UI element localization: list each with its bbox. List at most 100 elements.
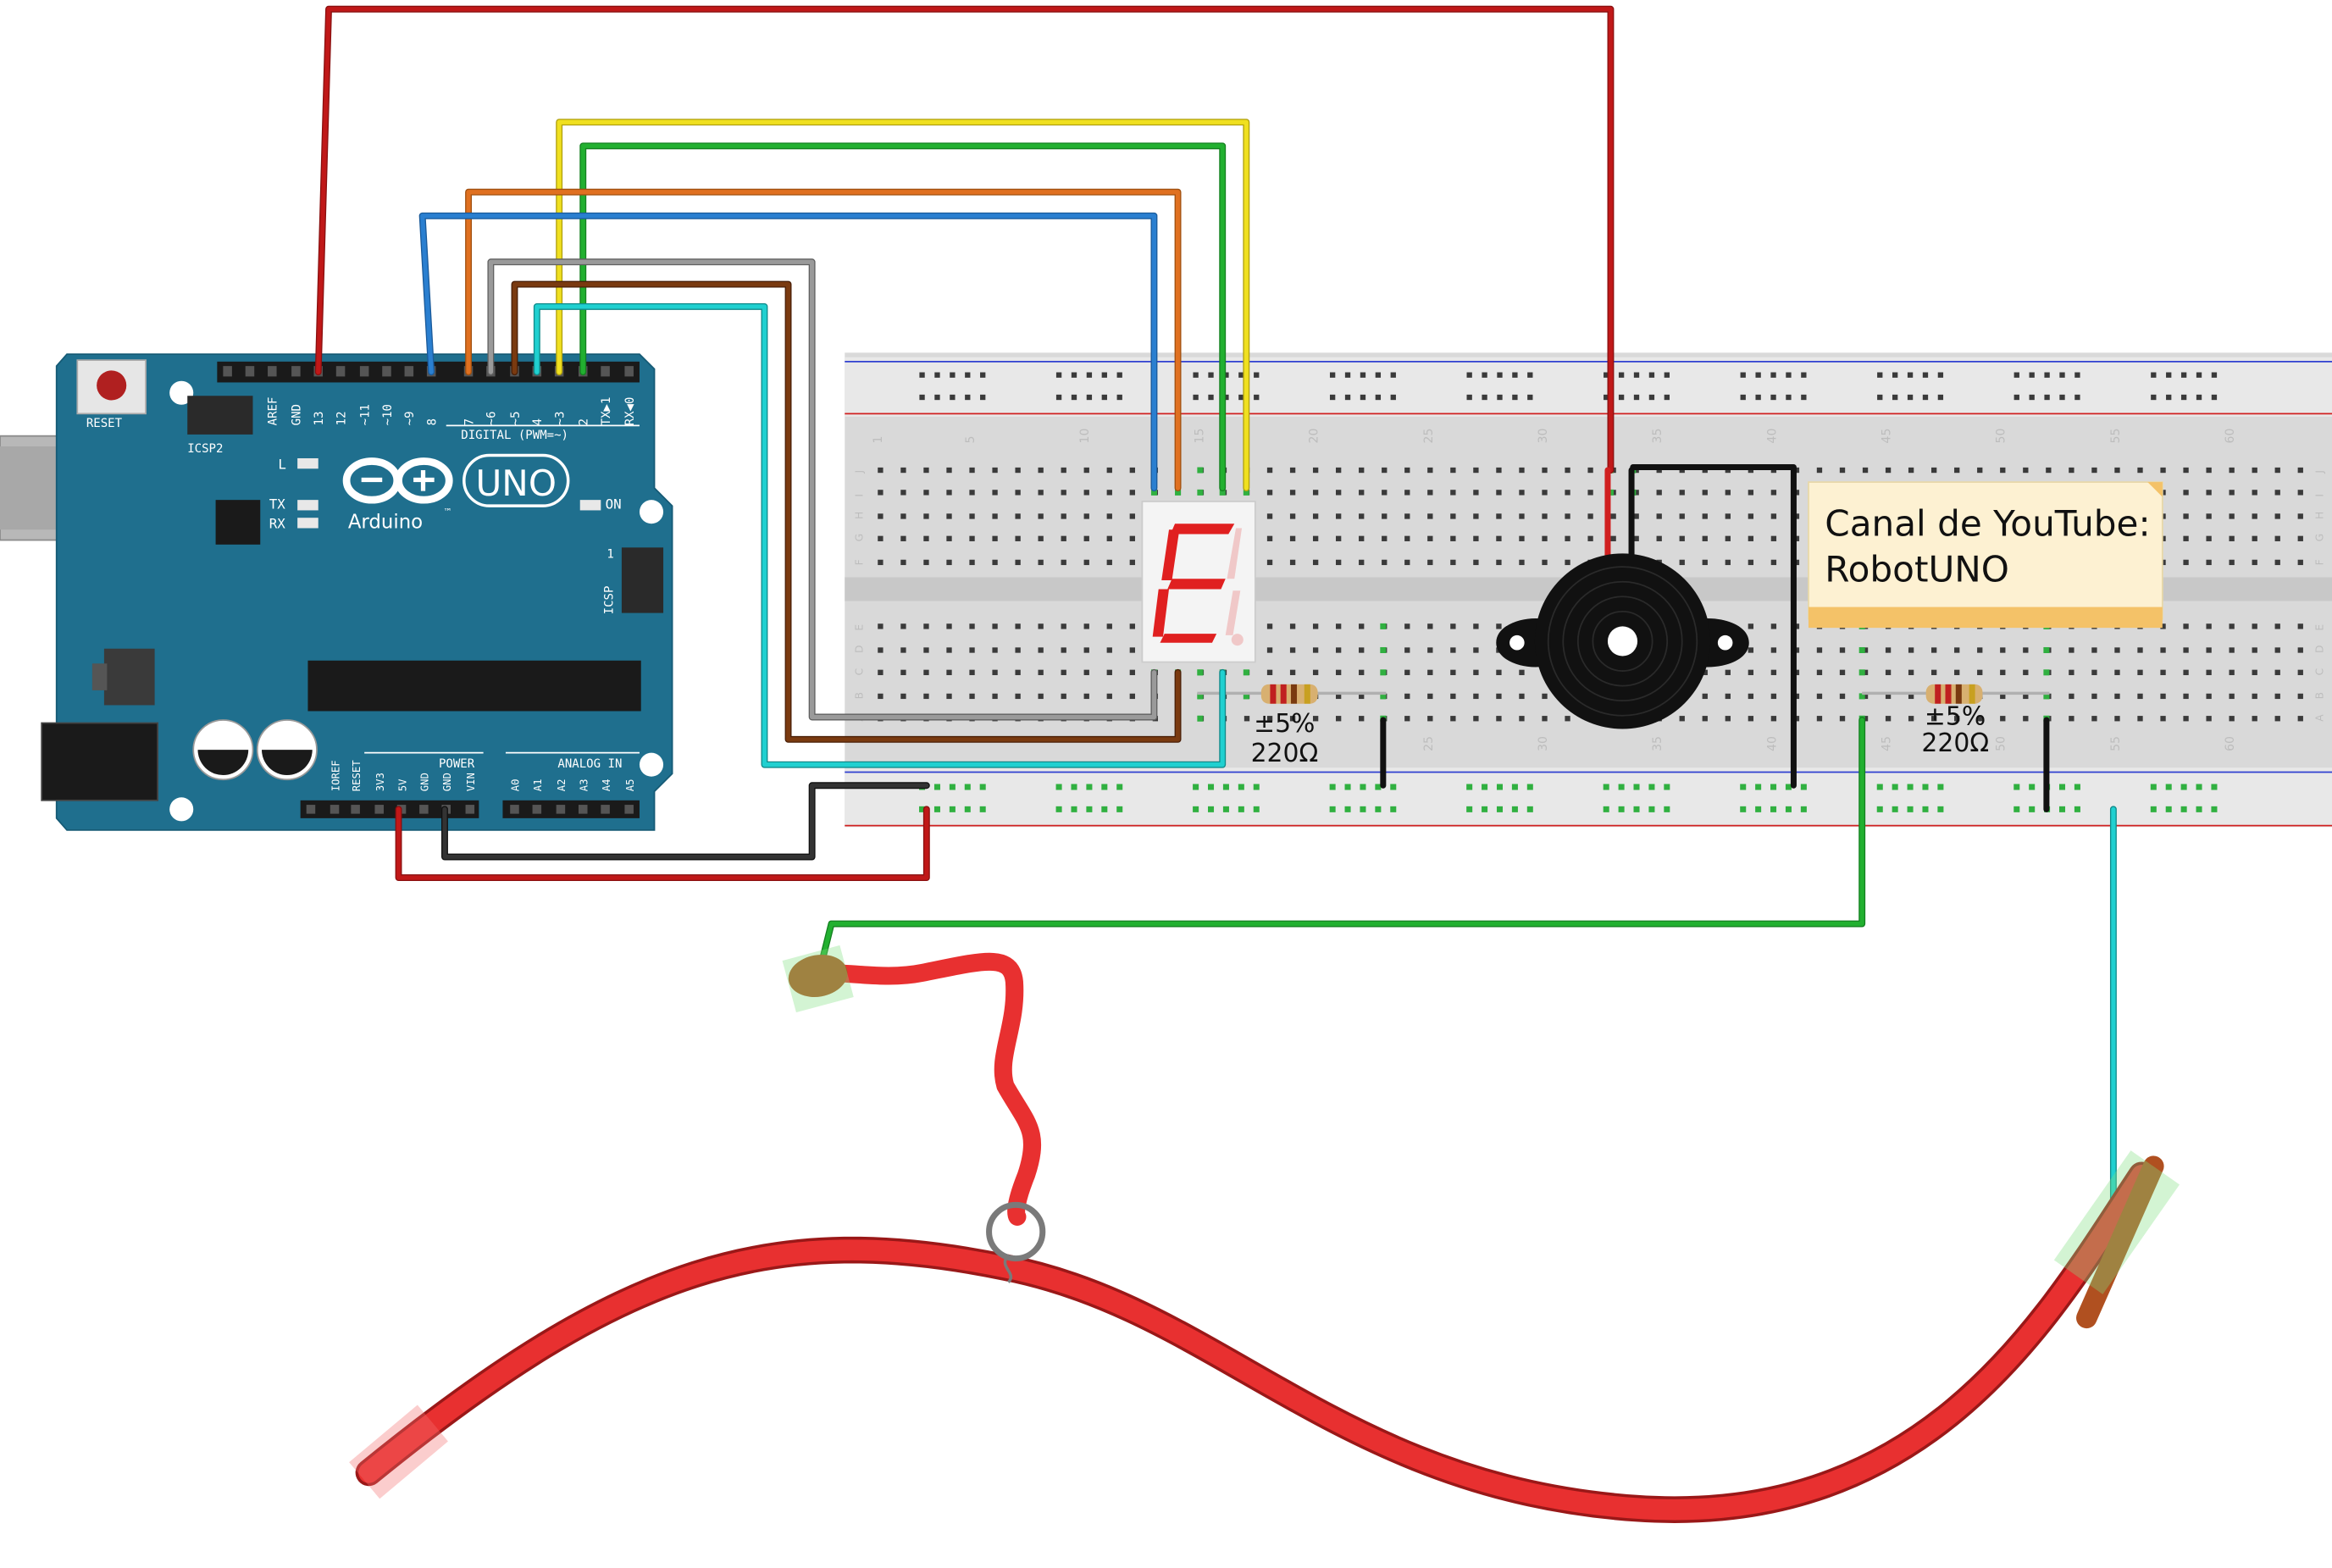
connected-hole (1892, 806, 1898, 812)
breadboard-hole (1885, 716, 1892, 722)
rail-hole (1937, 394, 1944, 401)
breadboard-hole (1336, 559, 1342, 566)
rail-hole (2029, 372, 2035, 378)
breadboard-hole (1770, 716, 1777, 722)
connected-hole (2211, 806, 2218, 812)
breadboard-hole (2274, 467, 2280, 474)
breadboard-hole (1061, 467, 1066, 474)
breadboard-hole (1266, 559, 1273, 566)
header-hole (419, 805, 429, 814)
col-number: 15 (1193, 429, 1206, 444)
breadboard-hole (1312, 535, 1319, 541)
connected-hole (1603, 784, 1609, 790)
breadboard-hole (1565, 535, 1570, 541)
breadboard-hole (1038, 647, 1044, 653)
breadboard-hole (1770, 623, 1777, 629)
breadboard-hole (1473, 716, 1479, 722)
breadboard-hole (1702, 716, 1708, 722)
resistor-value: 220Ω (1251, 739, 1319, 768)
breadboard-hole (923, 513, 929, 519)
rail-hole (2166, 372, 2172, 378)
breadboard-hole (1336, 716, 1342, 722)
breadboard-hole (2206, 669, 2212, 675)
connected-hole (1876, 784, 1883, 790)
breadboard-hole (1542, 693, 1548, 700)
breadboard-hole (1565, 513, 1570, 519)
connected-hole (1876, 806, 1883, 812)
connected-hole (1618, 806, 1625, 812)
power-label: POWER (439, 757, 475, 771)
breadboard-hole (992, 623, 998, 629)
breadboard-hole (1496, 716, 1502, 722)
power-pin-label: RESET (351, 760, 363, 792)
breadboard-hole (1289, 623, 1296, 629)
breadboard-hole (2183, 513, 2189, 519)
connected-hole (2029, 806, 2036, 812)
rail-hole (2180, 372, 2187, 378)
segment-f (1161, 529, 1180, 580)
breadboard-hole (1450, 535, 1456, 541)
connected-hole (1380, 623, 1387, 629)
connected-hole (1526, 784, 1533, 790)
breadboard-hole (1954, 669, 1960, 675)
icsp-pin1: 1 (607, 548, 613, 562)
breadboard-hole (1679, 467, 1685, 474)
breadboard-hole (1038, 513, 1044, 519)
loop-handle (791, 952, 1042, 1226)
note-box: Canal de YouTube: RobotUNO (1808, 481, 2163, 629)
connected-hole (1116, 806, 1123, 812)
breadboard-hole (1450, 669, 1456, 675)
breadboard-hole (1725, 513, 1731, 519)
analog-pin-label: A0 (510, 778, 522, 791)
breadboard-hole (2297, 535, 2303, 541)
rail-hole (1344, 372, 1351, 378)
rail-hole (2151, 372, 2157, 378)
row-letter: I (2313, 494, 2325, 497)
breadboard-hole (2091, 647, 2097, 653)
breadboard-hole (1748, 647, 1754, 653)
breadboard-hole (1382, 467, 1388, 474)
connected-hole (1197, 715, 1204, 722)
connected-hole (1086, 784, 1093, 790)
connected-hole (964, 806, 971, 812)
rail-hole (2180, 394, 2187, 401)
breadboard-hole (1748, 669, 1754, 675)
connected-hole (1800, 806, 1807, 812)
breadboard-hole (2000, 467, 2006, 474)
breadboard-hole (1404, 716, 1410, 722)
breadboard-hole (1038, 669, 1044, 675)
breadboard-hole (1427, 623, 1433, 629)
col-number: 60 (2224, 429, 2237, 444)
breadboard-hole (1519, 716, 1525, 722)
breadboard-hole (1633, 467, 1639, 474)
breadboard-hole (1908, 647, 1914, 653)
rail-hole (2211, 394, 2218, 401)
breadboard-hole (2274, 716, 2280, 722)
rail-hole (1786, 372, 1792, 378)
connected-hole (949, 784, 956, 790)
breadboard-hole (1266, 535, 1273, 541)
breadboard-hole (1519, 559, 1525, 566)
breadboard-hole (2206, 623, 2212, 629)
breadboard-hole (1359, 693, 1365, 700)
col-number: 20 (1308, 429, 1321, 444)
rail-hole (1360, 394, 1366, 401)
breadboard-hole (2297, 669, 2303, 675)
rail-hole (1907, 394, 1914, 401)
row-letter: E (2313, 624, 2325, 631)
rail-hole (1482, 394, 1487, 401)
wire-loop-game (349, 945, 2180, 1523)
rail-hole (2059, 372, 2065, 378)
header-hole (532, 805, 542, 814)
breadboard-hole (992, 535, 998, 541)
connected-hole (2043, 693, 2050, 700)
rail-hole (2074, 372, 2080, 378)
header-hole (291, 366, 301, 377)
connected-hole (933, 784, 940, 790)
breadboard-hole (1450, 513, 1456, 519)
rail-hole (1512, 394, 1518, 401)
breadboard-hole (2183, 535, 2189, 541)
breadboard-hole (2091, 669, 2097, 675)
breadboard-hole (2069, 693, 2074, 700)
connected-hole (1193, 806, 1199, 812)
